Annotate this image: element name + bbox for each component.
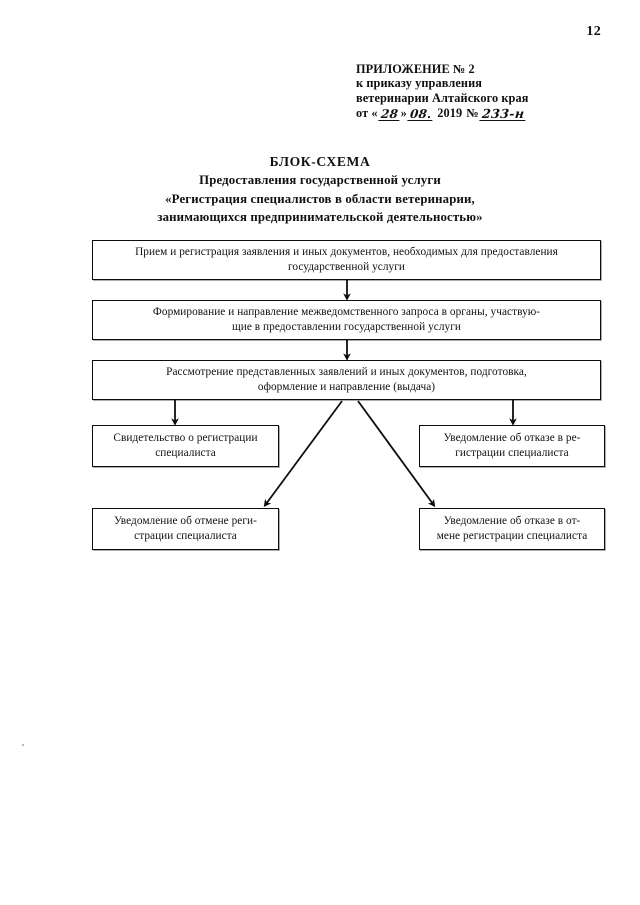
flow-node-review-line2: оформление и направление (выдача)	[257, 381, 436, 393]
flow-node-cert-line2: специалиста	[155, 447, 216, 459]
flow-node-certificate: Свидетельство о регистрации специалиста	[92, 425, 279, 467]
title-line-service: Предоставления государственной услуги	[199, 173, 441, 187]
flow-node-cancel-line1: Уведомление об отмене реги-	[114, 515, 257, 528]
flow-node-refuse-line1: Уведомление об отказе в ре-	[443, 432, 581, 445]
flow-node-review: Рассмотрение представленных заявлений и …	[92, 360, 601, 400]
flow-node-refusal-registration: Уведомление об отказе в ре- гистрации сп…	[419, 425, 605, 467]
scan-artifact-speck	[22, 744, 24, 746]
date-quote: »	[400, 106, 407, 121]
flow-node-cancellation-registration: Уведомление об отмене реги- страции спец…	[92, 508, 279, 550]
title-line-name-2: занимающихся предпринимательской деятель…	[157, 210, 483, 224]
flow-node-request-line1: Формирование и направление межведомствен…	[152, 306, 541, 319]
document-title: БЛОК-СХЕМА Предоставления государственно…	[0, 152, 640, 227]
flow-node-cancel-line2: страции специалиста	[134, 530, 237, 542]
title-line-name-1: «Регистрация специалистов в области вете…	[165, 191, 475, 206]
header-line-appendix: ПРИЛОЖЕНИЕ № 2	[356, 62, 475, 76]
flow-node-cert-line1: Свидетельство о регистрации	[113, 432, 258, 445]
flow-node-intake: Прием и регистрация заявления и иных док…	[92, 240, 601, 280]
flow-node-review-line1: Рассмотрение представленных заявлений и …	[166, 366, 527, 379]
flow-node-refcancel-line1: Уведомление об отказе в от-	[443, 515, 581, 528]
edge-review-to-cancel	[263, 400, 343, 508]
flow-node-interagency-request: Формирование и направление межведомствен…	[92, 300, 601, 340]
header-line-order: к приказу управления	[356, 76, 483, 91]
flow-node-intake-line2: государственной услуги	[287, 261, 406, 273]
header-line-authority: ветеринарии Алтайского края	[356, 90, 529, 105]
flow-node-request-line2: щие в предоставлении государственной усл…	[232, 321, 461, 333]
page-number: 12	[586, 24, 601, 39]
number-sign: №	[466, 106, 479, 121]
flow-node-refcancel-line2: мене регистрации специалиста	[436, 530, 588, 542]
date-prefix: от «	[356, 106, 378, 121]
document-header: ПРИЛОЖЕНИЕ № 2 к приказу управления вете…	[356, 62, 606, 121]
flow-node-refuse-line2: гистрации специалиста	[455, 447, 569, 459]
flow-node-refusal-cancellation: Уведомление об отказе в от- мене регистр…	[419, 508, 605, 550]
edge-review-to-refcancel	[357, 400, 436, 508]
title-line-blokschema: БЛОК-СХЕМА	[269, 154, 371, 169]
date-year: 2019	[437, 106, 463, 121]
header-date-line: от « 28 » 08. 2019 № 233-н	[356, 106, 606, 121]
flow-node-intake-line1: Прием и регистрация заявления и иных док…	[135, 246, 558, 259]
